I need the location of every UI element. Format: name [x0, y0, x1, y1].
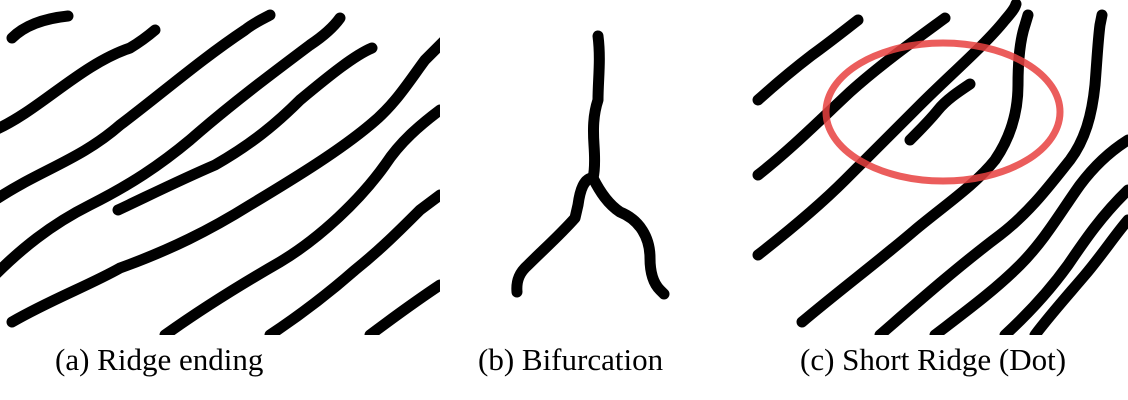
caption-short-ridge: (c) Short Ridge (Dot)	[800, 342, 1067, 377]
ridge-ending-figure	[0, 9, 440, 335]
ridge-line	[0, 24, 161, 134]
highlight-circle	[822, 39, 1064, 185]
ridge-line	[752, 14, 864, 106]
ridge-line	[1029, 214, 1128, 335]
ridge-line	[159, 104, 440, 335]
ridge-line	[752, 0, 1022, 261]
ridge-line	[6, 10, 74, 44]
ridge-ending	[112, 42, 378, 216]
ridge-line	[364, 279, 440, 335]
short-ridge-dot	[904, 78, 976, 146]
ridge-line	[264, 189, 440, 335]
ridge-line	[0, 9, 276, 204]
short-ridge-figure	[752, 0, 1128, 335]
caption-ridge-ending: (a) Ridge ending	[55, 342, 264, 377]
ridge-line	[874, 9, 1108, 335]
ridge-line	[999, 184, 1128, 335]
ridge-line	[752, 12, 951, 181]
ridge-line	[0, 12, 346, 278]
ridge-line	[796, 9, 1034, 328]
caption-bifurcation: (b) Bifurcation	[478, 342, 664, 377]
bifurcation-figure	[511, 30, 670, 300]
ridge-line	[6, 37, 440, 328]
ridge-right-branch	[587, 172, 670, 300]
ridge-stem	[587, 30, 605, 184]
ridge-line	[929, 134, 1128, 335]
ridge-left-branch	[511, 172, 599, 298]
